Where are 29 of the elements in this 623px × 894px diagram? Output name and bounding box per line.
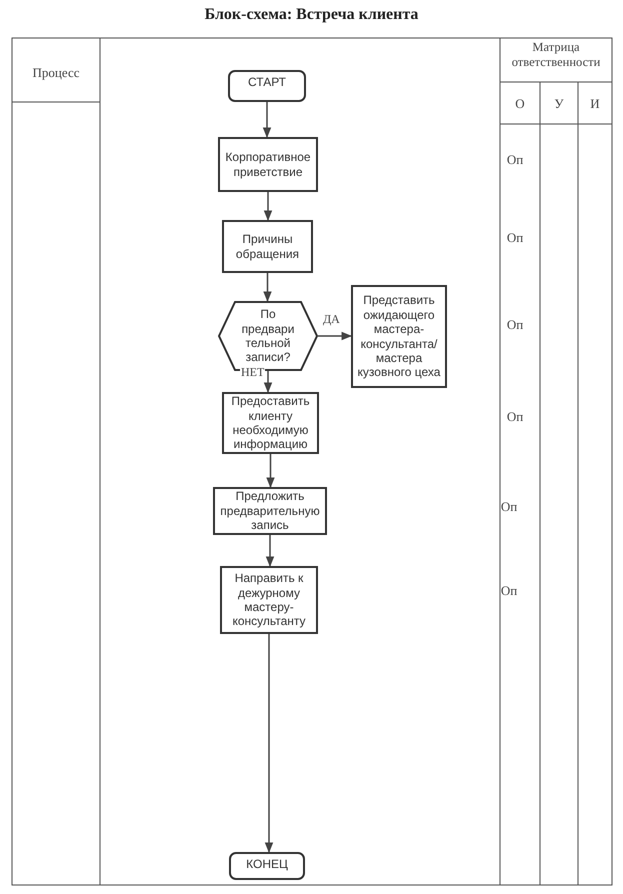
arrow: [264, 192, 272, 222]
matrix-cell-text: Оп: [506, 152, 524, 168]
matrix-column-header: О: [514, 96, 526, 112]
arrow: [264, 634, 274, 854]
edge-label: ДА: [322, 313, 341, 326]
arrow: [263, 273, 272, 302]
matrix-cell-text: Оп: [506, 317, 524, 333]
process-box: Причины обращения: [222, 220, 313, 273]
process-box: Предоставить клиенту необходимую информацию: [222, 392, 319, 454]
matrix-cell-text: Оп: [500, 583, 518, 599]
matrix-cell-text: Оп: [500, 499, 518, 515]
arrow: [318, 332, 352, 340]
process-box: Представить ожидающего мастера-консультанта/ мастера кузовного цеха: [351, 285, 447, 388]
terminal-box: СТАРТ: [228, 70, 306, 102]
arrow: [264, 371, 272, 394]
diagram-title: Блок-схема: Встреча клиента: [204, 6, 420, 24]
process-box: Предложить предварительную запись: [213, 487, 327, 535]
arrow: [266, 454, 275, 488]
arrow: [262, 102, 272, 138]
terminal-box: КОНЕЦ: [229, 852, 305, 880]
matrix-header: Матрица ответственности: [510, 40, 602, 70]
process-box: Направить к дежурному мастеру-консультанту: [220, 566, 318, 634]
matrix-column-header: И: [589, 96, 601, 112]
process-column-header: Процесс: [32, 65, 80, 81]
matrix-column-header: У: [553, 96, 565, 112]
process-box: Корпоративное приветствие: [218, 137, 318, 192]
arrow: [266, 535, 274, 568]
matrix-cell-text: Оп: [506, 409, 524, 425]
matrix-cell-text: Оп: [506, 230, 524, 246]
